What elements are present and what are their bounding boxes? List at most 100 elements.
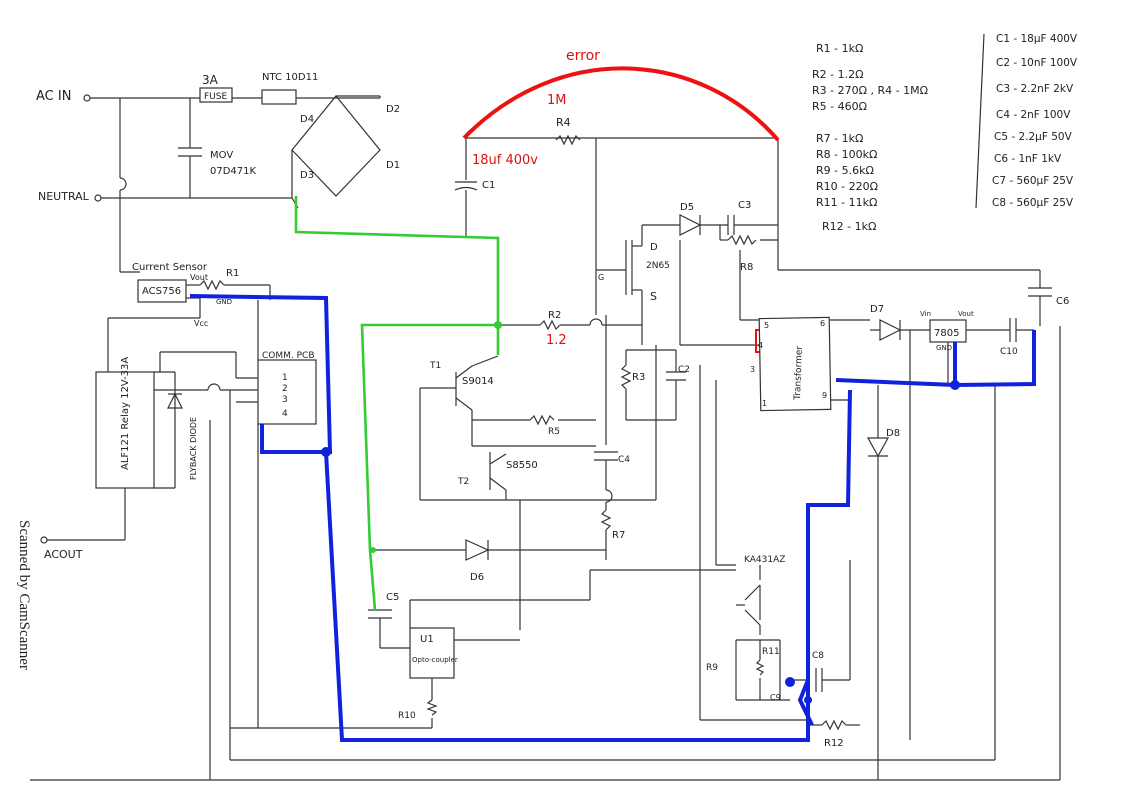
bom-resistors: R1 - 1kΩ R2 - 1.2Ω R3 - 270Ω , R4 - 1MΩ … xyxy=(812,42,928,233)
opto-label: Opto-coupler xyxy=(412,656,458,664)
relay-alf121 xyxy=(95,371,155,489)
gnd-label: GND xyxy=(216,298,232,306)
comm-pin-1: 1 xyxy=(282,373,288,383)
transformer-pin-9: 9 xyxy=(822,391,827,400)
r12-label: R12 xyxy=(824,738,844,749)
labels: error 1M 18uf 400v 1.2 AC IN NEUTRAL ACO… xyxy=(36,48,1069,749)
mosfet-part-label: 2N65 xyxy=(646,261,670,271)
flyback-label: FLYBACK DIODE xyxy=(189,417,198,480)
blue-junction-2 xyxy=(950,380,960,390)
d2-label: D2 xyxy=(386,104,400,115)
bom-capacitor-3: C3 - 2.2nF 2kV xyxy=(996,83,1074,95)
r2-label: R2 xyxy=(548,310,561,321)
red-annotation xyxy=(462,66,783,353)
bom-resistor-9: R9 - 5.6kΩ xyxy=(816,164,874,177)
green-junction xyxy=(494,321,502,329)
comm-pcb-label: COMM. PCB xyxy=(262,351,315,361)
d1-label: D1 xyxy=(386,160,400,171)
bom-capacitor-5: C5 - 2.2µF 50V xyxy=(994,131,1073,143)
wiring xyxy=(30,94,1061,781)
blue-junction xyxy=(321,447,331,457)
mov-part-label: 07D471K xyxy=(210,166,257,177)
one-meg-annotation: 1M xyxy=(547,93,567,108)
regulator-label: 7805 xyxy=(934,328,959,339)
current-sensor-label: Current Sensor xyxy=(132,262,208,273)
comm-pcb xyxy=(257,359,317,425)
error-annotation: error xyxy=(566,48,600,64)
t1-label: T1 xyxy=(429,361,441,371)
green-net xyxy=(294,196,502,611)
bom-resistor-3: R3 - 270Ω , R4 - 1MΩ xyxy=(812,84,928,97)
bom-divider xyxy=(975,33,985,209)
camscanner-watermark: Scanned by CamScanner xyxy=(16,520,30,670)
c8-label: C8 xyxy=(812,651,824,661)
c10-label: C10 xyxy=(1000,347,1018,357)
bom-resistor-7: R7 - 1kΩ xyxy=(816,132,863,145)
r1-label: R1 xyxy=(226,268,239,279)
c5-label: C5 xyxy=(386,592,399,603)
bom-resistor-2: R2 - 1.2Ω xyxy=(812,68,864,81)
vin-label: Vin xyxy=(920,310,931,318)
u1-label: U1 xyxy=(420,634,434,645)
r9-label: R9 xyxy=(706,663,718,673)
ac-out-label: ACOUT xyxy=(44,548,83,561)
r7-label: R7 xyxy=(612,530,625,541)
ac-in-terminal xyxy=(83,94,91,102)
mov-label: MOV xyxy=(210,150,233,161)
d6-label: D6 xyxy=(470,572,484,583)
d4-label: D4 xyxy=(300,114,314,125)
c4-label: C4 xyxy=(618,455,630,465)
relay-label: ALF121 Relay 12V-33A xyxy=(120,357,131,470)
c6-label: C6 xyxy=(1056,296,1069,307)
mosfet-g-label: G xyxy=(598,273,604,282)
bom-capacitor-6: C6 - 1nF 1kV xyxy=(994,153,1062,165)
bom-resistor-11: R11 - 11kΩ xyxy=(816,196,877,209)
bom-capacitors: C1 - 18µF 400V C2 - 10nF 100V C3 - 2.2nF… xyxy=(992,33,1078,209)
acs-label: ACS756 xyxy=(142,286,181,297)
transformer xyxy=(758,316,832,412)
r10-label: R10 xyxy=(398,711,416,721)
bom-resistor-8: R8 - 100kΩ xyxy=(816,148,877,161)
t2-part-label: S8550 xyxy=(506,460,538,471)
transformer-pin-4: 4 xyxy=(758,341,763,350)
ntc-thermistor xyxy=(261,89,297,105)
r8-label: R8 xyxy=(740,262,753,273)
bom-resistor-5: R5 - 460Ω xyxy=(812,100,867,113)
c2-label: C2 xyxy=(678,365,690,375)
c1-value-annotation: 18uf 400v xyxy=(472,153,538,168)
transformer-pin-5: 5 xyxy=(764,321,769,330)
comm-pin-2: 2 xyxy=(282,384,288,394)
blue-junction-4 xyxy=(804,696,812,704)
r2-value-annotation: 1.2 xyxy=(546,333,567,348)
current-sensor-acs756 xyxy=(137,279,187,303)
transformer-label: Transformer xyxy=(793,345,805,401)
c3-label: C3 xyxy=(738,200,751,211)
mosfet-d-label: D xyxy=(650,242,658,253)
comm-pin-4: 4 xyxy=(282,409,288,419)
d5-label: D5 xyxy=(680,202,694,213)
vcc-label: Vcc xyxy=(194,319,208,328)
d8-label: D8 xyxy=(886,428,900,439)
bom-resistor-1: R1 - 1kΩ xyxy=(816,42,863,55)
ntc-label: NTC 10D11 xyxy=(262,72,318,83)
green-junction-2 xyxy=(370,547,376,553)
reg-vout-label: Vout xyxy=(958,310,974,318)
t1-part-label: S9014 xyxy=(462,376,494,387)
c1-label: C1 xyxy=(482,180,495,191)
transformer-pin-6: 6 xyxy=(820,319,825,328)
fuse-rating-label: 3A xyxy=(202,73,219,87)
bom-capacitor-1: C1 - 18µF 400V xyxy=(996,33,1078,45)
bom-resistor-10: R10 - 220Ω xyxy=(816,180,878,193)
transformer-pin-3: 3 xyxy=(750,365,755,374)
watermark-text: Scanned by CamScanner xyxy=(16,520,30,670)
bom-capacitor-2: C2 - 10nF 100V xyxy=(996,57,1078,69)
reg-gnd-label: GND xyxy=(936,344,952,352)
transformer-pin-1: 1 xyxy=(762,399,767,408)
blue-net xyxy=(189,294,1036,742)
ka431-label: KA431AZ xyxy=(744,555,785,565)
neutral-terminal xyxy=(94,194,102,202)
mosfet-s-label: S xyxy=(650,290,657,303)
d3-label: D3 xyxy=(300,170,314,181)
vout-label: Vout xyxy=(190,273,208,282)
c9-label: C9 xyxy=(770,693,781,702)
